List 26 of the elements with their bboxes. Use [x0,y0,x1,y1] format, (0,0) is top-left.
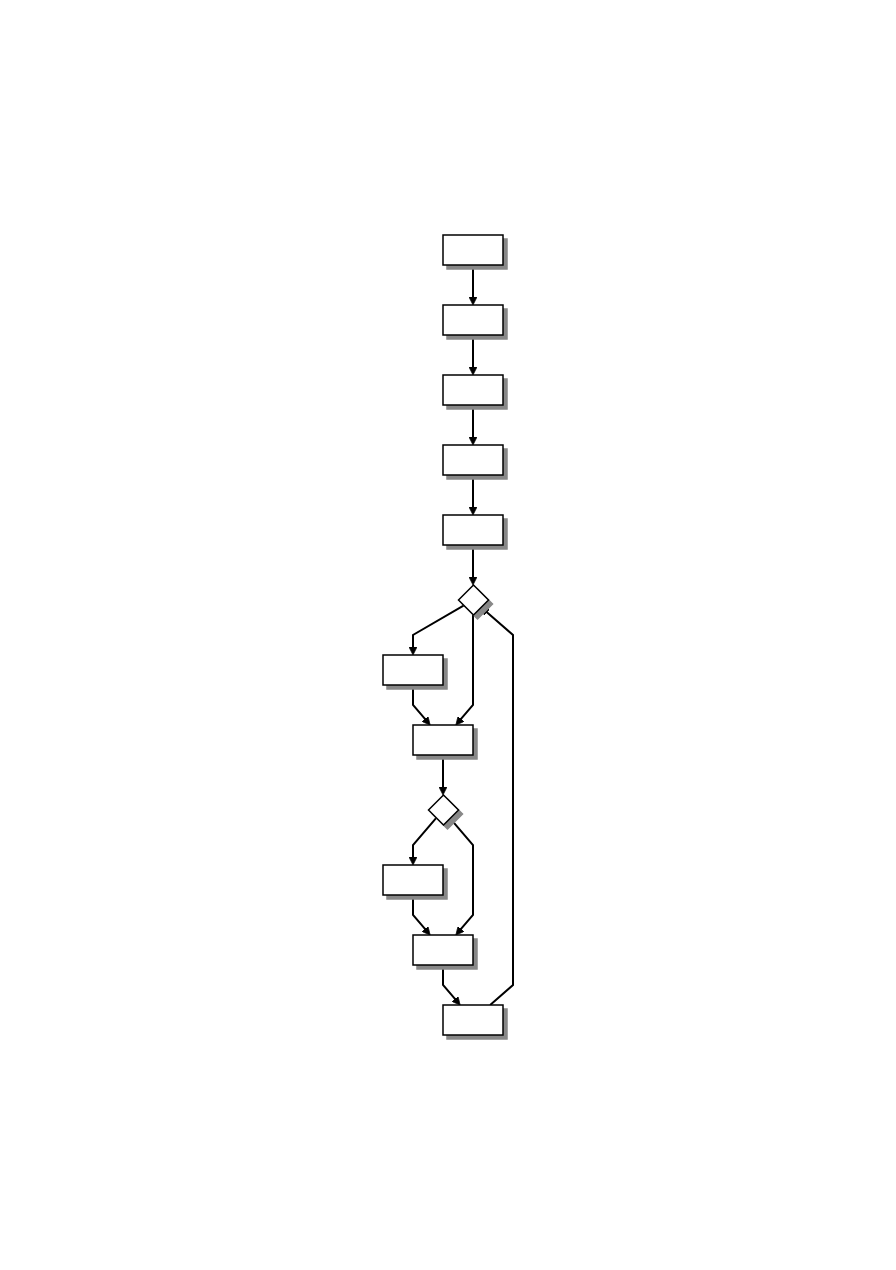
arrow [468,404,478,446]
arrow [468,264,478,306]
node-box [442,514,504,546]
node-box [442,374,504,406]
node-diamond [457,583,490,617]
arrow [442,964,461,1006]
arrow [412,894,431,936]
arrow [448,817,474,936]
node-box [382,654,444,686]
node-diamond [427,793,460,827]
node-box [442,234,504,266]
node-box [442,304,504,336]
arrow [408,604,465,656]
node-box [382,864,444,896]
arrow [408,817,438,866]
arrow [455,614,474,726]
node-box [412,724,474,756]
node-box [442,1004,504,1036]
arrow [468,474,478,516]
arrow [468,544,478,586]
arrow [480,606,514,1006]
arrow [438,754,448,796]
arrow [468,334,478,376]
node-box [442,444,504,476]
arrow [412,684,431,726]
node-box [412,934,474,966]
